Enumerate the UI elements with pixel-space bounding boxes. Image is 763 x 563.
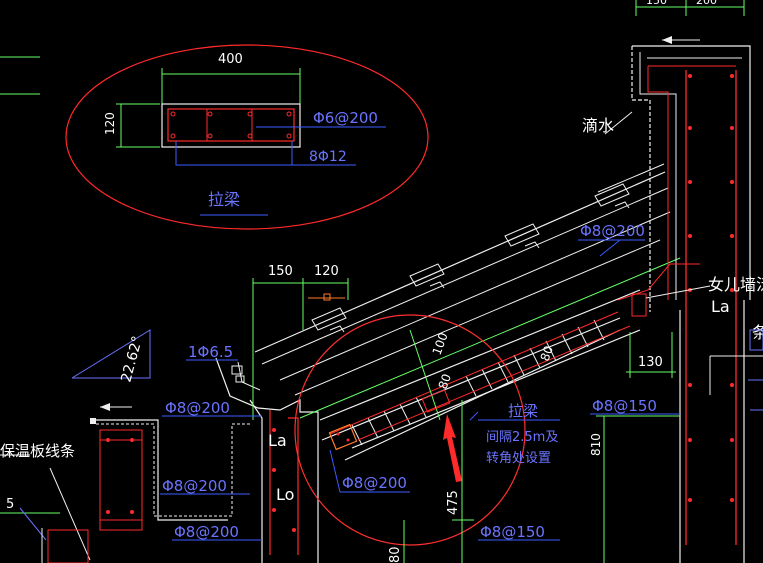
rebar-annotations: Φ8@200 1Φ6.5 Φ8@200 Φ8@200 Φ8@200 Φ8@200… — [160, 222, 680, 541]
rebar-dot — [286, 133, 292, 139]
rebar-dot — [207, 111, 213, 117]
dim-810-group: 810 — [589, 415, 680, 563]
rebar-label-left-upper: Φ8@200 — [165, 399, 230, 417]
stirrup-label: Φ6@200 — [313, 109, 378, 127]
slope-angle-indicator: 22.62° — [71, 329, 151, 384]
leader-main-bars — [175, 141, 293, 166]
rebar-dot — [207, 133, 213, 139]
dim-400-text: 400 — [218, 52, 243, 67]
rebar-label-1phi65: 1Φ6.5 — [188, 343, 233, 361]
la-left-1: La — [268, 431, 287, 450]
angle-label: 22.62° — [118, 334, 146, 384]
top-dim-150: 150 — [646, 0, 667, 7]
dim-120-text: 120 — [103, 112, 117, 135]
detail-callout-ellipse — [65, 44, 429, 230]
left-flow-arrow — [100, 403, 132, 411]
dim-130: 130 — [638, 355, 663, 370]
rebar-dot — [170, 111, 176, 117]
dim-120b: 120 — [314, 264, 339, 279]
tie-beam-label: 拉梁 — [508, 402, 538, 420]
dim-130-group: 130 — [626, 332, 676, 378]
dripstone-label: 滴水 — [582, 116, 614, 135]
dim-80-bottom: 80 — [388, 546, 403, 563]
left-edge-fragments: 保温板线条 5 — [0, 56, 91, 561]
rebar-dot — [247, 111, 253, 117]
stirrup-outline — [167, 108, 295, 142]
dim-80: 80 — [436, 372, 454, 391]
dim-150: 150 — [268, 264, 293, 279]
note-line-2: 转角处设置 — [486, 451, 551, 466]
rebar-label-left-mid: Φ8@200 — [162, 477, 227, 495]
dim-80b: 80 — [538, 344, 556, 363]
tie-beam-section — [161, 103, 301, 148]
dim-810: 810 — [589, 433, 603, 456]
dim-475: 475 — [446, 490, 461, 515]
parapet-label: 女儿墙泛 — [708, 275, 763, 294]
eave-cornice: 150 120 — [215, 264, 349, 563]
tie-beam-detail: 400 120 Φ6@200 8Φ12 拉梁 — [65, 44, 429, 230]
note-line-1: 间隔2.5m及 — [486, 430, 558, 445]
frag-5: 5 — [6, 497, 14, 512]
highlight-circle — [294, 314, 526, 546]
rebar-dot — [247, 133, 253, 139]
la-right: La — [711, 297, 730, 316]
la-left-2: Lo — [276, 485, 294, 504]
rebar-label-left-low: Φ8@200 — [174, 523, 239, 541]
rebar-label-right: Φ8@150 — [592, 397, 657, 415]
parapet-wall: 150 200 — [617, 0, 763, 563]
top-dim-200: 200 — [696, 0, 717, 7]
rebar-label-top: Φ8@200 — [580, 222, 645, 240]
labels: 滴水 女儿墙泛 La 条 La Lo 拉梁 间隔2.5m及 转角处设置 — [268, 111, 763, 504]
left-wall-column — [41, 418, 250, 563]
tile-battens — [311, 163, 665, 333]
sloped-roof-slab: 100 80 80 — [254, 163, 681, 461]
detail-title: 拉梁 — [208, 190, 240, 209]
rebar-label-center: Φ8@200 — [342, 474, 407, 492]
main-bar-label: 8Φ12 — [309, 149, 347, 165]
frag-tiao: 条 — [752, 323, 763, 342]
dim-475-group: 475 — [446, 400, 474, 563]
red-pointer-arrow — [443, 414, 462, 482]
rebar-label-bottom: Φ8@150 — [480, 523, 545, 541]
dim-100: 100 — [430, 331, 451, 357]
rebar-dot — [286, 111, 292, 117]
insulation-strip-label: 保温板线条 — [0, 442, 75, 460]
right-edge-fragments — [748, 329, 763, 411]
rebar-dot — [170, 133, 176, 139]
